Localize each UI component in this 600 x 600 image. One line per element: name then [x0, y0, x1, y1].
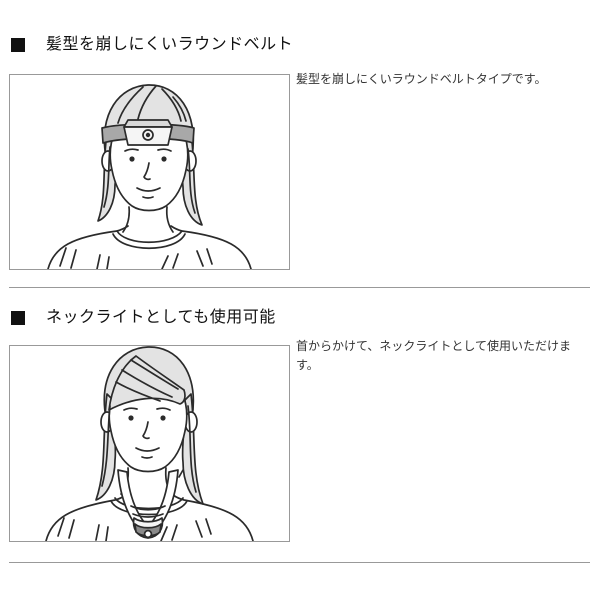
black-square-marker-icon: [11, 311, 25, 325]
round-belt-description: 髪型を崩しにくいラウンドベルトタイプです。: [296, 72, 547, 86]
necklight-illustration-frame: [9, 345, 290, 542]
section-divider: [9, 562, 590, 563]
section-heading-text: ネックライトとしても使用可能: [46, 309, 276, 326]
section-heading-text: 髪型を崩しにくいラウンドベルト: [46, 36, 294, 53]
section-divider: [9, 287, 590, 288]
headlamp-illustration-frame: [9, 74, 290, 270]
section-heading-neck-light: ネックライトとしても使用可能: [11, 310, 276, 326]
lamp-around-neck-illustration: [45, 346, 254, 541]
headlamp-on-head-illustration: [47, 84, 252, 269]
neck-light-description: 首からかけて、ネックライトとして使用いただけます。: [296, 339, 572, 372]
black-square-marker-icon: [11, 38, 25, 52]
section-heading-round-belt: 髪型を崩しにくいラウンドベルト: [11, 37, 293, 53]
